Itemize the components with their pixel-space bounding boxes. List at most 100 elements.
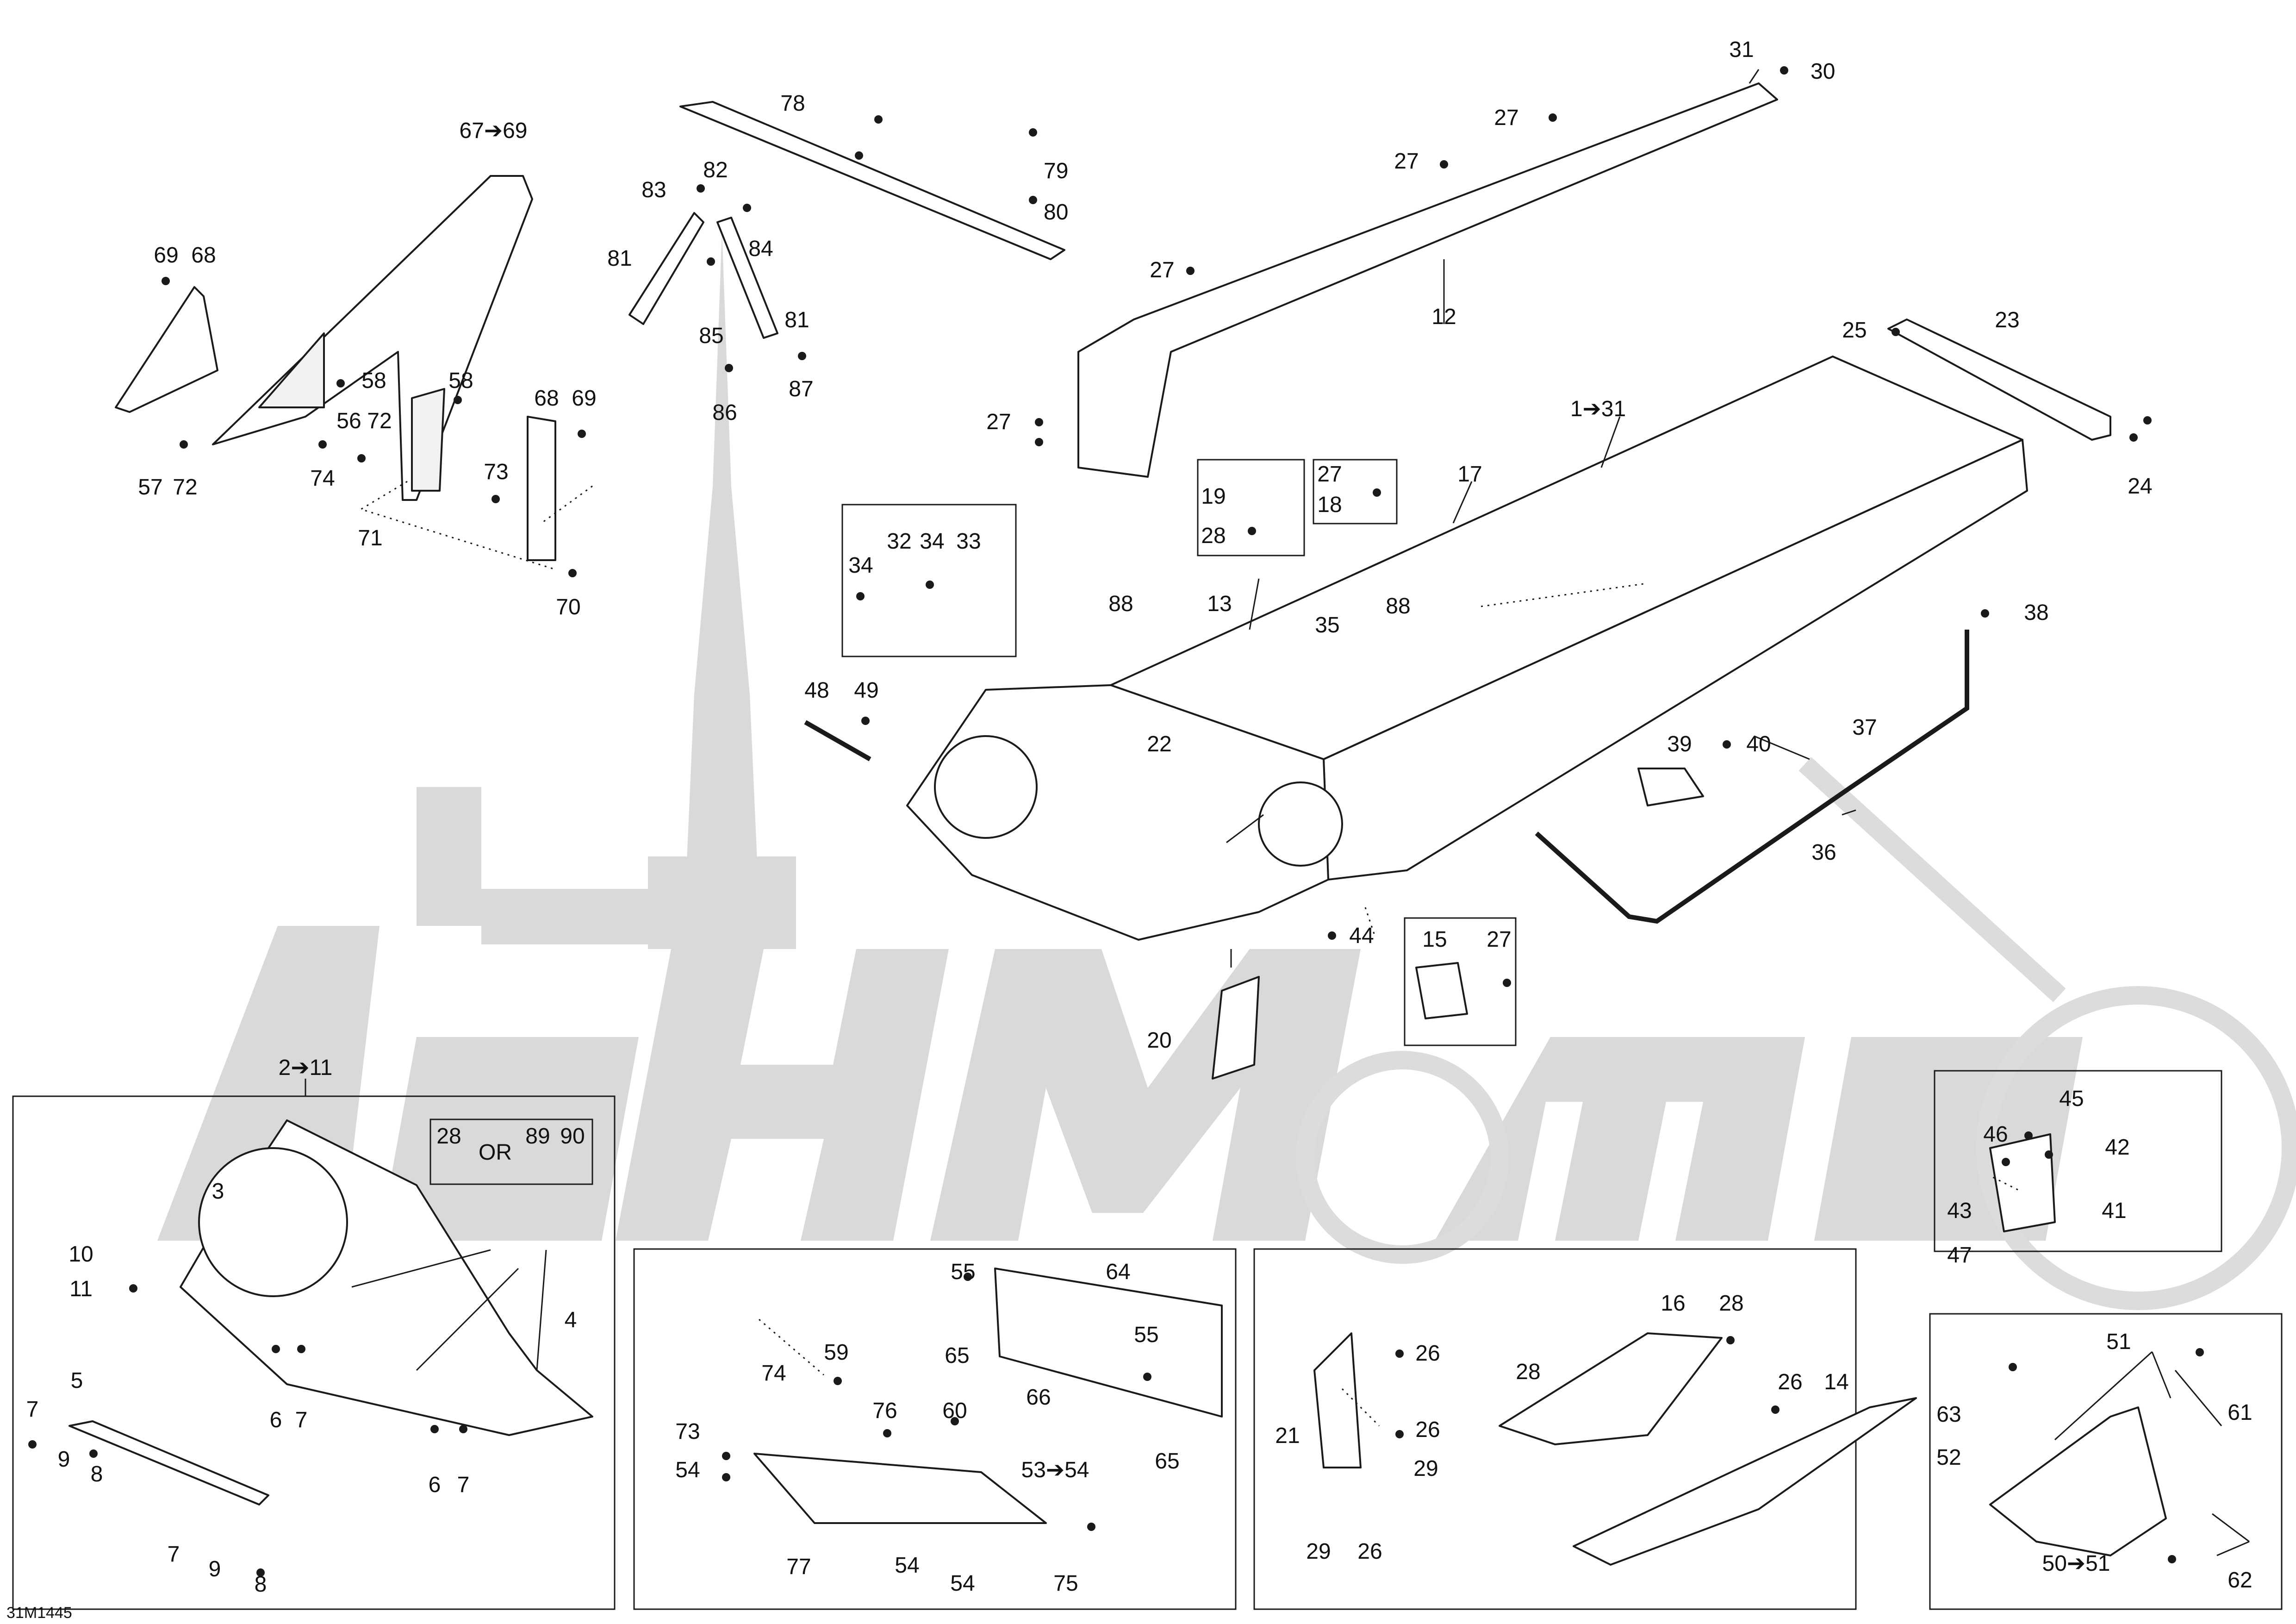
callout: 28 bbox=[1201, 524, 1226, 548]
callout: 83 bbox=[641, 178, 666, 202]
callout: 27 bbox=[1494, 106, 1518, 130]
callout: 52 bbox=[1936, 1445, 1961, 1470]
callout: 23 bbox=[1995, 308, 2019, 332]
callout: 68 bbox=[191, 243, 216, 268]
callout: 10 bbox=[68, 1242, 93, 1267]
callout: 38 bbox=[2024, 600, 2048, 625]
callout: 74 bbox=[310, 466, 335, 491]
callout: 2➔11 bbox=[279, 1056, 333, 1080]
callout: 54 bbox=[675, 1458, 700, 1482]
drawing-id: 31M1445 bbox=[6, 1604, 72, 1622]
part-36-rear-bar bbox=[1535, 630, 1969, 924]
callout: 72 bbox=[367, 409, 392, 433]
callout: 79 bbox=[1044, 159, 1068, 183]
callout: 63 bbox=[1936, 1402, 1961, 1427]
part-53-lower-bracket bbox=[753, 1453, 1047, 1524]
callout: 69 bbox=[154, 243, 178, 268]
callout-labels: 31 30 78 27 27 79 80 67➔69 27 12 69 68 8… bbox=[26, 37, 2252, 1597]
callout: 66 bbox=[1026, 1385, 1051, 1410]
part-78-arm bbox=[679, 101, 1065, 260]
part-67-upper-frame bbox=[212, 175, 533, 501]
callout: 13 bbox=[1207, 592, 1232, 616]
callout: 7 bbox=[295, 1408, 308, 1432]
callout: 42 bbox=[2105, 1135, 2129, 1160]
callout: 29 bbox=[1306, 1539, 1331, 1564]
frame-rear-mount bbox=[1934, 1070, 2222, 1252]
callout: 50➔51 bbox=[2042, 1551, 2110, 1576]
part-50-steering-support bbox=[1989, 1406, 2167, 1556]
callout: 7 bbox=[168, 1542, 180, 1567]
callout: 26 bbox=[1415, 1341, 1440, 1366]
callout: 34 bbox=[920, 529, 944, 554]
parts bbox=[68, 82, 2167, 1566]
callout: 26 bbox=[1778, 1370, 1802, 1394]
part-68-plate-left bbox=[115, 286, 218, 413]
part-67-gusset-right bbox=[411, 388, 445, 492]
callout: 73 bbox=[675, 1419, 700, 1444]
part-68-plate-right bbox=[527, 416, 556, 561]
callout: 27 bbox=[1150, 258, 1174, 282]
frame-inset-19-28 bbox=[1197, 459, 1305, 556]
callout: 55 bbox=[1134, 1323, 1158, 1347]
callout: 67➔69 bbox=[460, 119, 528, 143]
callout: 6 bbox=[429, 1473, 441, 1497]
frame-steering-mount bbox=[1929, 1313, 2283, 1610]
part-bulkhead-opening-right bbox=[1258, 781, 1343, 867]
part-12-tunnel-cover bbox=[1077, 82, 1778, 478]
frame-lower-bracket bbox=[633, 1248, 1237, 1610]
callout: 62 bbox=[2228, 1568, 2252, 1593]
callout: 56 bbox=[336, 409, 361, 433]
callout: 81 bbox=[607, 246, 632, 271]
callout: 4 bbox=[565, 1308, 577, 1332]
watermark-spire bbox=[417, 231, 796, 949]
callout: 8 bbox=[255, 1572, 267, 1597]
part-21-bracket bbox=[1313, 1332, 1362, 1468]
callout: 54 bbox=[895, 1553, 919, 1578]
callout: 90 bbox=[560, 1124, 585, 1149]
callout: 65 bbox=[945, 1343, 969, 1368]
callout: 27 bbox=[1317, 462, 1342, 487]
callout: 33 bbox=[956, 529, 981, 554]
callout: 28 bbox=[436, 1124, 461, 1149]
callout: 11 bbox=[69, 1277, 93, 1301]
callout: 16 bbox=[1661, 1291, 1685, 1316]
callout: 37 bbox=[1852, 715, 1877, 740]
callout: 44 bbox=[1349, 924, 1374, 948]
part-5-strip bbox=[68, 1420, 269, 1505]
callout: 81 bbox=[784, 308, 809, 332]
callout: 9 bbox=[209, 1557, 221, 1581]
part-48-rod bbox=[804, 720, 871, 762]
callout: 5 bbox=[71, 1368, 83, 1393]
callout: 86 bbox=[712, 400, 737, 425]
callout: 28 bbox=[1719, 1291, 1743, 1316]
part-64-plate bbox=[994, 1268, 1223, 1418]
callout: 75 bbox=[1053, 1571, 1078, 1596]
callout: 71 bbox=[358, 526, 382, 550]
leader-lines bbox=[305, 69, 2250, 1556]
callout: 32 bbox=[887, 529, 911, 554]
callout: 12 bbox=[1431, 305, 1456, 329]
callout: 74 bbox=[761, 1361, 786, 1386]
callout: 27 bbox=[1394, 149, 1419, 174]
callout: 46 bbox=[1983, 1122, 2008, 1147]
callout: 40 bbox=[1746, 732, 1771, 756]
callout: 87 bbox=[789, 377, 813, 401]
callout: 24 bbox=[2128, 474, 2152, 499]
frame-inset-15-27 bbox=[1404, 917, 1517, 1046]
callout: 31 bbox=[1729, 37, 1754, 62]
callout: 69 bbox=[572, 386, 596, 411]
callout: 47 bbox=[1947, 1243, 1972, 1268]
part-23-rear-bracket bbox=[1887, 319, 2111, 441]
callout: 88 bbox=[1108, 592, 1133, 616]
part-39-step bbox=[1637, 768, 1704, 806]
frame-inset-32-34 bbox=[841, 504, 1017, 657]
fasteners bbox=[28, 66, 2204, 1577]
callout: 18 bbox=[1317, 493, 1342, 517]
callout: 26 bbox=[1357, 1539, 1382, 1564]
callout: 15 bbox=[1422, 927, 1447, 952]
part-16-cooler bbox=[1499, 1332, 1723, 1445]
callout: 76 bbox=[872, 1399, 897, 1423]
callout: 54 bbox=[950, 1571, 975, 1596]
watermark-letters bbox=[157, 926, 2083, 1241]
part-20-bracket bbox=[1212, 976, 1260, 1080]
